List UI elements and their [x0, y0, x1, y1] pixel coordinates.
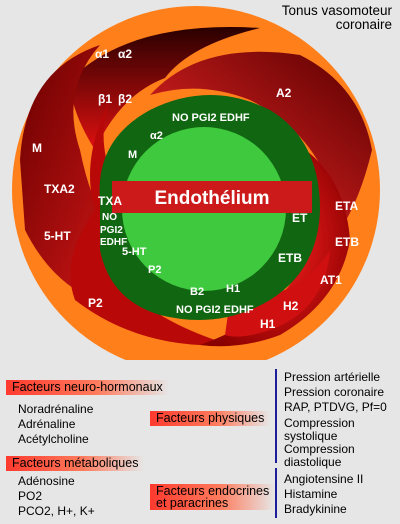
- label-eta: ETA: [335, 199, 358, 213]
- title-line-1: Tonus vasomoteur: [281, 3, 392, 18]
- label-etb-outer: ETB: [335, 235, 359, 249]
- label-pgi2-inner: PGI2: [100, 225, 123, 236]
- coronary-tone-diagram: Endothélium α1 α2 β1 β2 M TXA2 5-HT P2 A…: [12, 6, 380, 360]
- muscle-band-top-right: [150, 51, 372, 230]
- header-physical: Facteurs physiques: [150, 411, 271, 426]
- label-alpha1: α1: [95, 47, 109, 61]
- item-po2: PO2: [18, 489, 43, 503]
- item-pco2-h-k: PCO2, H+, K+: [18, 504, 95, 518]
- label-no-pgi2-edhf-bottom: NO PGI2 EDHF: [176, 304, 254, 316]
- label-muscarinic: M: [32, 141, 42, 155]
- muscle-band-left-inner: [70, 100, 230, 346]
- label-beta2: β2: [118, 92, 132, 106]
- label-no-pgi2-edhf-top: NO PGI2 EDHF: [172, 112, 250, 124]
- item-pression-arterielle: Pression artérielle: [284, 370, 381, 384]
- label-h1-outer: H1: [260, 317, 276, 331]
- item-bradykinine: Bradykinine: [284, 502, 347, 516]
- label-no-inner: NO: [102, 212, 117, 223]
- header-metabolic: Facteurs métaboliques: [6, 456, 145, 471]
- label-edhf-inner: EDHF: [100, 237, 127, 248]
- label-5ht-outer: 5-HT: [44, 229, 71, 243]
- item-angiotensine: Angiotensine II: [284, 472, 364, 486]
- item-histamine: Histamine: [284, 487, 338, 501]
- endothelium-bar: [112, 181, 312, 213]
- item-compression-diastolique: Compression diastolique: [284, 442, 355, 469]
- item-noradrenaline: Noradrénaline: [18, 402, 94, 416]
- label-h2: H2: [283, 299, 299, 313]
- endothelium-label: Endothélium: [154, 188, 269, 209]
- header-neuro-hormonal: Facteurs neuro-hormonaux: [6, 380, 169, 395]
- header-endocrine-line-2: et paracrines: [156, 496, 229, 510]
- label-a2: A2: [276, 86, 292, 100]
- label-alpha2-inner: α2: [150, 130, 163, 142]
- label-beta1: β1: [98, 92, 112, 106]
- label-m-inner: M: [128, 149, 137, 161]
- label-etb-inner: ETB: [278, 251, 302, 265]
- label-b2-inner: B2: [190, 286, 204, 298]
- divider-endocrine: [275, 468, 277, 518]
- header-endocrine: Facteurs endocrines et paracrines: [150, 484, 276, 510]
- title-line-2: coronaire: [335, 17, 392, 32]
- diagram-title: Tonus vasomoteur coronaire: [192, 4, 392, 32]
- item-compression-systolique: Compression systolique: [284, 416, 355, 443]
- label-p2-inner: P2: [148, 264, 161, 276]
- item-rap-ptdvg: RAP, PTDVG, Pf=0: [284, 400, 387, 414]
- label-txa2: TXA2: [44, 182, 75, 196]
- label-h1-inner: H1: [226, 283, 240, 295]
- item-pression-coronaire: Pression coronaire: [284, 385, 385, 399]
- label-txa-inner: TXA: [98, 194, 122, 208]
- item-acetylcholine: Acétylcholine: [18, 432, 89, 446]
- muscle-band-top-left: [70, 27, 260, 150]
- item-adenosine: Adénosine: [18, 474, 75, 488]
- item-adrenaline: Adrénaline: [18, 417, 76, 431]
- header-endocrine-line-1: Facteurs endocrines: [156, 484, 270, 498]
- label-5ht-inner: 5-HT: [122, 246, 147, 258]
- label-alpha2: α2: [118, 47, 132, 61]
- label-et-inner: ET: [292, 211, 308, 225]
- label-at1: AT1: [320, 273, 342, 287]
- divider-physical: [275, 369, 277, 463]
- label-p2-outer: P2: [88, 296, 103, 310]
